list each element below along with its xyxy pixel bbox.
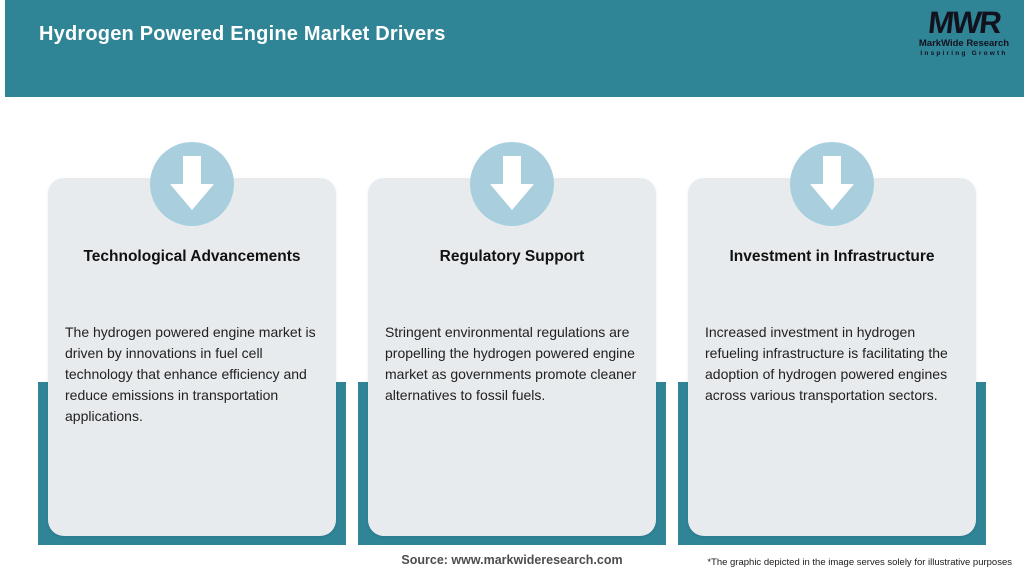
- page-title: Hydrogen Powered Engine Market Drivers: [39, 23, 446, 45]
- header: Hydrogen Powered Engine Market Drivers M…: [5, 0, 1024, 97]
- card-title: Technological Advancements: [83, 248, 301, 265]
- card-title: Regulatory Support: [439, 248, 585, 265]
- markwide-logo: MWR MarkWide Research Inspiring Growth: [910, 5, 1018, 57]
- down-arrow-icon: [170, 156, 214, 210]
- arrow-circle: [470, 142, 554, 226]
- card-body: The hydrogen powered engine market is dr…: [65, 324, 316, 424]
- source-text: Source: www.markwideresearch.com: [401, 553, 623, 567]
- logo-name: MarkWide Research: [918, 38, 1010, 49]
- logo-tagline: Inspiring Growth: [920, 49, 1008, 57]
- driver-card: Investment in Infrastructure Increased i…: [688, 178, 976, 536]
- card-title: Investment in Infrastructure: [729, 248, 935, 265]
- down-arrow-icon: [810, 156, 854, 210]
- card-body: Increased investment in hydrogen refueli…: [705, 324, 948, 403]
- driver-card: Regulatory Support Stringent environment…: [368, 178, 656, 536]
- driver-card: Technological Advancements The hydrogen …: [48, 178, 336, 536]
- disclaimer-text: *The graphic depicted in the image serve…: [707, 557, 1012, 568]
- arrow-circle: [150, 142, 234, 226]
- driver-card-group: Investment in Infrastructure Increased i…: [678, 0, 986, 576]
- down-arrow-icon: [490, 156, 534, 210]
- card-body: Stringent environmental regulations are …: [385, 324, 637, 403]
- driver-card-group: Technological Advancements The hydrogen …: [38, 0, 346, 576]
- arrow-circle: [790, 142, 874, 226]
- driver-card-group: Regulatory Support Stringent environment…: [358, 0, 666, 576]
